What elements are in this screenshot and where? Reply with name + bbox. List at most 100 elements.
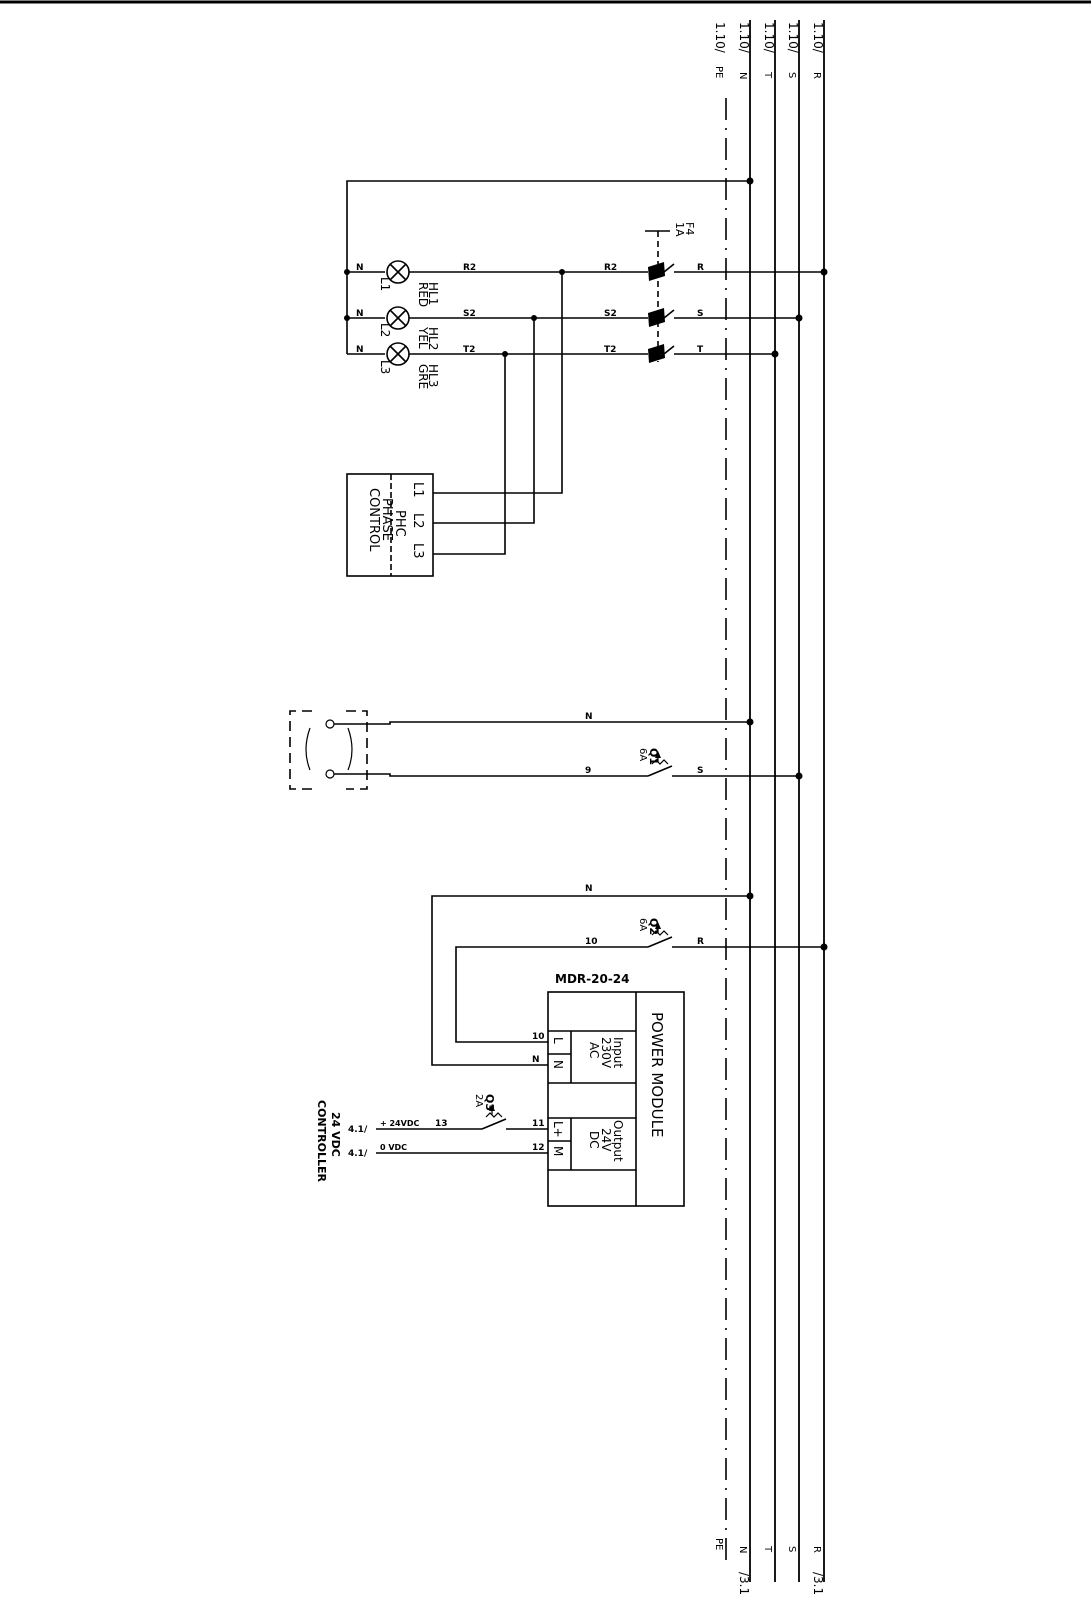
psu-neutral-wire [431,895,750,1066]
rail-ref-r: 1.10/ [811,22,825,54]
psu-input-line1: Input [611,1037,625,1068]
rail-ref-s: 1.10/ [786,22,800,54]
psu-wire-label: 10 [585,937,598,947]
psu-input-line3: AC [587,1042,601,1058]
rail-ref-n: 1.10/ [737,22,751,54]
controller-title-1: 24 VDC [329,1112,342,1157]
phc-terminal-l3: L3 [410,543,425,559]
hl3-phase-label: L3 [378,360,392,374]
psu-term-m: M [551,1146,565,1156]
phc-terminal-l2: L2 [410,513,425,529]
psu-phase-wire [455,946,648,1043]
socket-neutral-label: N [585,712,593,722]
rail-name-s-bottom: S [786,1546,797,1552]
psu-wire-n: N [532,1055,540,1065]
phc-wire-l2 [433,318,535,524]
junction-s-fuse [795,314,803,322]
fuse-out-t2: T2 [604,345,616,355]
socket-wire-label: 9 [585,766,591,776]
power-module-box [547,991,685,1207]
psu-model: MDR-20-24 [555,972,630,986]
socket-outlet [289,710,368,790]
phc-line3: CONTROL [366,488,381,552]
psu-output-line2: 24V [599,1128,613,1152]
rail-ref-t: 1.10/ [762,22,776,54]
phc-wire-l1 [433,272,563,494]
psu-title: POWER MODULE [648,1012,666,1137]
junction-psu-n [746,892,754,900]
hl1-color: RED [416,282,430,307]
fuse-rating: 1A [673,222,686,237]
rail-ref-bottom-1: /3.1 [737,1572,751,1595]
hl2-tag: HL2 [426,327,440,350]
phc-wire-l3 [433,354,506,555]
rail-name-n-bottom: N [737,1546,748,1553]
psu-wire-l: 10 [532,1032,545,1042]
phase-control-module [346,473,434,577]
psu-wire-m: 12 [532,1143,545,1153]
q3-tag: Q3 [483,1094,496,1111]
q3-rating: 2A [473,1094,484,1107]
psu-output-line3: DC [587,1131,601,1149]
q2-tag: Q2 [647,918,660,935]
rail-name-t-bottom: T [762,1545,773,1553]
rail-name-n: N [737,72,748,79]
controller-title-2: CONTROLLER [315,1100,328,1182]
breaker-q2 [647,922,824,948]
hl3-wire-label: T2 [463,345,475,355]
fuse-out-r2: R2 [604,263,617,273]
fuse-in-s: S [697,309,703,319]
hl1-phase-label: L1 [378,277,392,291]
hl1-neutral-label: N [356,263,364,273]
junction-psu-r [820,943,828,951]
rail-name-pe-bottom: PE [713,1538,724,1550]
fuse-in-t: T [697,345,704,355]
hl1-tag: HL1 [426,282,440,305]
psu-input-line2: 230V [599,1037,613,1069]
q2-phase-label: R [697,937,704,947]
hl3-neutral-label: N [356,345,364,355]
psu-output-line1: Output [611,1120,625,1162]
psu-neutral-label: N [585,884,593,894]
socket-phase-wire [367,773,648,777]
hl3-color: GRE [416,364,430,389]
rail-name-r: R [811,72,822,79]
fuse-tag: F4 [683,222,696,235]
rail-name-t: T [762,71,773,79]
hl2-wire-label: S2 [463,309,476,319]
controller-ref-2: 4.1/ [348,1149,368,1159]
junction-socket-s [795,772,803,780]
q1-rating: 6A [637,748,648,761]
lamp-neutral-wire [346,180,750,354]
psu-wire-lplus: 11 [532,1119,545,1129]
phc-line1: PHC [392,510,407,537]
phc-terminal-l1: L1 [410,482,425,498]
label-24vdc: + 24VDC [380,1119,419,1128]
hl2-neutral-label: N [356,309,364,319]
rail-name-r-bottom: R [811,1546,822,1553]
junction-n1 [344,269,350,275]
psu-term-lplus: L+ [551,1121,565,1138]
hl1-wire-label: R2 [463,263,476,273]
junction-n-lamps [746,177,754,185]
socket-neutral-wire [367,721,750,725]
rail-ref-bottom-2: /3.1 [811,1572,825,1595]
hl3-tag: HL3 [426,364,440,387]
rail-name-pe: PE [713,66,724,78]
fuse-in-r: R [697,263,704,273]
fuse-out-s2: S2 [604,309,617,319]
junction-socket-n [746,718,754,726]
controller-ref-1: 4.1/ [348,1125,368,1135]
q1-phase-label: S [697,766,703,776]
fuse-f4 [645,230,675,363]
junction-t-fuse [771,350,779,358]
breaker-q1 [647,751,799,777]
q2-rating: 6A [637,918,648,931]
rail-ref-pe: 1.10/ [713,22,727,54]
hl2-phase-label: L2 [378,323,392,337]
hl2-color: YEL [416,326,430,349]
lamp-hl3 [386,342,410,366]
label-0vdc: 0 VDC [380,1143,407,1152]
